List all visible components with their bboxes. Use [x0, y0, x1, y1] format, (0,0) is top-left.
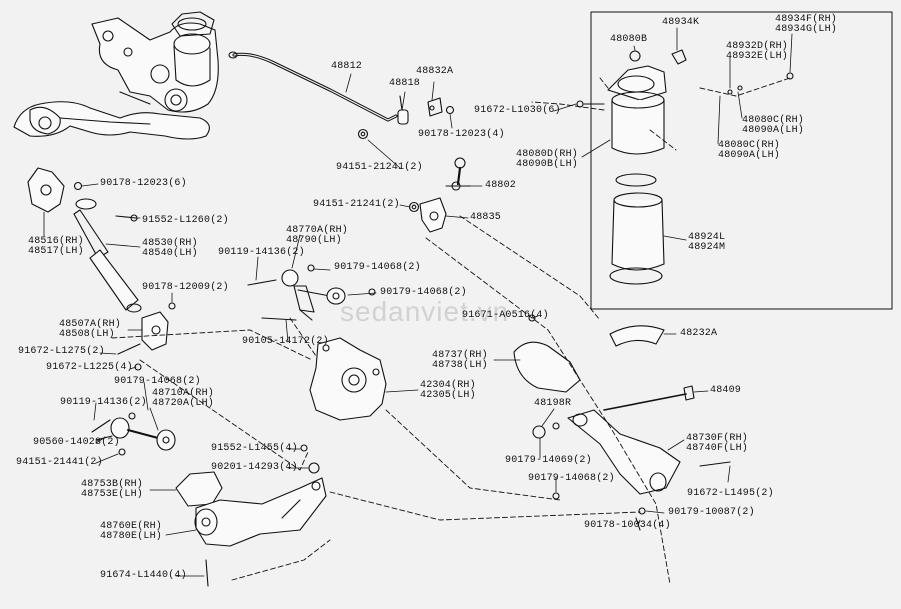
washer-90201 — [308, 462, 320, 474]
callout-48080c-a: 48080C(RH) 48090A(LH) — [742, 115, 805, 136]
callout-48080b: 48080B — [610, 34, 648, 45]
callout-90119-14136-a: 90119-14136(2) — [218, 247, 305, 258]
callout-90105-14172: 90105-14172(2) — [242, 336, 329, 347]
callout-94151-21241-a: 94151-21241(2) — [336, 162, 423, 173]
toe-control-arm — [110, 417, 176, 451]
link-bracket — [419, 197, 447, 233]
air-spring-assembly — [576, 49, 794, 285]
bolt-91552-l1455 — [300, 444, 308, 452]
callout-48507a: 48507A(RH) 48508(LH) — [59, 319, 122, 340]
bolt-90105 — [261, 317, 297, 321]
bolt-48409 — [603, 393, 687, 411]
callout-90179-14068-c: 90179-14068(2) — [114, 376, 201, 387]
callout-48770a: 48770A(RH) 48790(LH) — [286, 225, 349, 246]
callout-48710a: 48710A(RH) 48720A(LH) — [152, 388, 215, 409]
callout-91552-l1455: 91552-L1455(4) — [211, 443, 298, 454]
callout-48409: 48409 — [710, 385, 742, 396]
watermark: sedanviet.vn — [340, 296, 510, 327]
callout-48835: 48835 — [470, 212, 502, 223]
link-nut-lower — [408, 201, 420, 213]
callout-91672-l1495: 91672-L1495(2) — [687, 488, 774, 499]
shock-nut — [168, 302, 176, 310]
callout-42304: 42304(RH) 42305(LH) — [420, 380, 476, 401]
callout-48760e: 48760E(RH) 48780E(LH) — [100, 521, 163, 542]
bushing-bolt — [445, 105, 455, 115]
callout-94151-21441: 94151-21441(2) — [16, 457, 103, 468]
callout-48812: 48812 — [331, 61, 363, 72]
callout-90179-10087: 90179-10087(2) — [668, 507, 755, 518]
callout-91672-l1225: 91672-L1225(4) — [46, 362, 133, 373]
callout-91552-l1260: 91552-L1260(2) — [142, 215, 229, 226]
callout-48832a: 48832A — [416, 66, 454, 77]
callout-48934k: 48934K — [662, 17, 700, 28]
air-spring-inset-frame — [590, 11, 893, 310]
callout-94151-21241-b: 94151-21241(2) — [313, 199, 400, 210]
callout-90179-14068-b: 90179-14068(2) — [380, 287, 467, 298]
callout-91674-l1440: 91674-L1440(4) — [100, 570, 187, 581]
shock-upper-mount — [27, 167, 65, 213]
callout-90119-14136-b: 90119-14136(2) — [60, 397, 147, 408]
callout-48818: 48818 — [389, 78, 421, 89]
shock-lower-bracket — [141, 311, 169, 351]
callout-48530: 48530(RH) 48540(LH) — [142, 238, 198, 259]
callout-48737: 48737(RH) 48738(LH) — [432, 350, 488, 371]
bolt-91672-l1495 — [699, 461, 731, 467]
mount-nut — [73, 181, 83, 191]
shock-absorber — [73, 198, 142, 313]
callout-90178-12023-6: 90178-12023(6) — [100, 178, 187, 189]
bolt-90119-a — [247, 279, 277, 286]
callout-48932d: 48932D(RH) 48932E(LH) — [726, 41, 789, 62]
callout-90179-14068-d: 90179-14068(2) — [528, 473, 615, 484]
callout-90178-10034: 90178-10034(4) — [584, 520, 671, 531]
callout-91672-l1030: 91672-L1030(6) — [474, 105, 561, 116]
lower-arm-cover — [513, 341, 581, 393]
bolt-90119-b — [91, 419, 111, 433]
callout-90178-12009: 90178-12009(2) — [142, 282, 229, 293]
callout-90179-14068-a: 90179-14068(2) — [334, 262, 421, 273]
lower-spring-seat — [609, 325, 665, 347]
bushing-bracket — [427, 97, 443, 117]
rear-lower-arm — [567, 409, 681, 495]
callout-90201-14293: 90201-14293(4) — [211, 462, 298, 473]
callout-91672-l1275: 91672-L1275(2) — [18, 346, 105, 357]
upper-control-arm — [281, 269, 346, 321]
callout-48232a: 48232A — [680, 328, 718, 339]
bushing-48198r — [532, 425, 546, 439]
stabilizer-bar — [232, 52, 398, 122]
callout-48802: 48802 — [485, 180, 517, 191]
callout-48753b: 48753B(RH) 48753E(LH) — [81, 479, 144, 500]
callout-90178-12023-4: 90178-12023(4) — [418, 129, 505, 140]
rear-knuckle — [309, 337, 387, 421]
callout-48924l: 48924L 48924M — [688, 232, 726, 253]
callout-90179-14069: 90179-14069(2) — [505, 455, 592, 466]
bolt-91552-l1260 — [115, 215, 137, 219]
callout-48516: 48516(RH) 48517(LH) — [28, 236, 84, 257]
callout-48198r: 48198R — [534, 398, 572, 409]
callout-48080c-b: 48080C(RH) 48090A(LH) — [718, 140, 781, 161]
lower-control-arm — [175, 471, 327, 547]
rear-axle-assembly-illustration — [13, 11, 219, 140]
callout-91671-a0516: 91671-A0516(4) — [462, 310, 549, 321]
reference-dash-lines — [111, 77, 791, 585]
callout-48730f: 48730F(RH) 48740F(LH) — [686, 433, 749, 454]
callout-48080d: 48080D(RH) 48090B(LH) — [516, 149, 579, 170]
callout-48934f: 48934F(RH) 48934G(LH) — [775, 14, 838, 35]
link-nut-upper — [357, 128, 369, 140]
leader-lines — [43, 27, 793, 577]
stabilizer-bushing — [397, 109, 409, 125]
stabilizer-link — [445, 157, 471, 191]
bolt-91674 — [205, 559, 209, 587]
callout-90560-14028: 90560-14028(2) — [33, 437, 120, 448]
